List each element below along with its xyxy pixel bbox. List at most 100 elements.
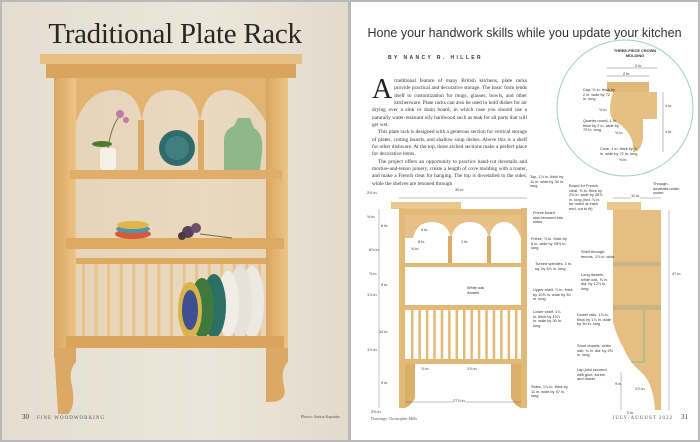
callout-label: Shelf through-tenons, 1⅞ in. wide [581, 249, 615, 259]
dimension-label: 6⅞ in. [369, 247, 380, 252]
crown-molding-section [607, 82, 657, 152]
right-page: Hone your handwork skills while you upda… [351, 2, 698, 440]
photo-credit: Photos: Anissa Kapsales [300, 414, 340, 419]
dimension-label: 8 in. [418, 239, 426, 244]
dimension-label: 4 in. [421, 227, 429, 232]
dowel [94, 264, 98, 336]
spindle [138, 120, 144, 172]
dowel [440, 310, 444, 359]
dimension-label: 1 in. [665, 103, 673, 108]
page-number: 30 [22, 413, 29, 421]
footer-right: JULY/AUGUST 2022 31 [612, 413, 688, 421]
left-page: Traditional Plate Rack 30 FINE WOODWORKIN… [2, 2, 348, 440]
side-view [607, 202, 661, 410]
crown-molding [40, 54, 302, 64]
dowel [411, 310, 414, 359]
article-title: Traditional Plate Rack [48, 18, 302, 50]
dimension-label: 2 in. [623, 71, 631, 76]
dowel [492, 310, 496, 359]
dowel [448, 310, 451, 359]
dowel [425, 310, 429, 359]
paragraph: This plate rack is designed with a gener… [372, 129, 527, 158]
green-pitcher [224, 118, 263, 170]
dimension-label: 2⅝ in. [371, 409, 382, 414]
right-side [266, 78, 288, 358]
dimension-label: ⅝ in. [619, 157, 628, 162]
dimension-label: 9 in. [381, 380, 389, 385]
callout-label: Sides, 1⅞ in. thick by 11 in. wide by 47… [531, 384, 568, 399]
footer-left: 30 FINE WOODWORKING [22, 413, 105, 421]
dimension-label: ⅝ in. [367, 214, 376, 219]
left-bracket [54, 348, 76, 414]
dimension-label: 1⅞ in. [635, 386, 646, 391]
dimension-label: ⅞ in. [421, 366, 430, 371]
callout-label: Cap, ⅝ in. thick by 2 in. wide by 72 in.… [583, 87, 616, 102]
callout-label: Quarter-round, 1 in. thick by 2 in. wide… [583, 118, 619, 133]
drop-cap: A [372, 74, 393, 105]
dimension-label: 9 in. [615, 381, 623, 386]
dimension-label: ⅝ in. [599, 107, 608, 112]
paragraph: The project offers an opportunity to pra… [372, 158, 527, 187]
dowel [470, 310, 473, 359]
callout-label: Frieze, ⅞ in. thick by 6 in. wide by 28¾… [531, 236, 567, 251]
dimension-label: 1⅞ in. [367, 292, 378, 297]
callout-label: Through-dovetails under crown [653, 181, 680, 196]
dowel [485, 310, 488, 359]
left-side [54, 78, 76, 358]
callout-label: Turned spindles, 1 in. sq. by 6⅞ in. lon… [535, 261, 573, 271]
callout-label: Cove, 1 in. thick by ⅝ in. wide by 72 in… [600, 146, 638, 156]
dimension-label: 2 in. [627, 410, 635, 415]
plates [178, 266, 264, 338]
middle-shelf [66, 238, 284, 249]
dowel [157, 264, 161, 336]
dowel [500, 310, 503, 359]
callout-label: White oak dowels [467, 285, 485, 295]
dowel [507, 310, 511, 359]
dimension-label: 30 in. [455, 187, 465, 193]
dowel [433, 310, 436, 359]
byline: BY NANCY R. HILLER [388, 55, 483, 61]
callout-label: Dowel rails, 1⅞ in. thick by 1⅞ in. wide… [577, 312, 611, 327]
page-number: 31 [681, 413, 688, 421]
issue-date: JULY/AUGUST 2022 [612, 416, 673, 421]
dowel [82, 264, 85, 336]
callout-label: Upper shelf, ⅞ in. thick by 10⅞ in. wide… [533, 287, 573, 302]
vase [100, 148, 116, 170]
callout-label: Lap joint secured with glue, screw, and … [577, 367, 607, 382]
frieze [46, 64, 296, 78]
dimension-label: ⅞ in. [369, 271, 378, 276]
dowel [418, 310, 421, 359]
dimension-label: 12 in. [379, 329, 389, 334]
arched-frieze [76, 78, 266, 122]
inset-title: THREE-PIECE CROWN MOLDING [613, 48, 657, 58]
dowel [477, 310, 481, 359]
upper-shelf [70, 170, 282, 179]
dowel [515, 310, 518, 359]
drawing-credit: Drawings: Christopher Mills [371, 416, 417, 421]
callout-label: Long dowels, white oak, ⅝ in. dia. by 12… [581, 272, 609, 291]
bottom-shelf [66, 336, 284, 348]
dimension-label: 47 in. [672, 271, 682, 276]
callout-label: Frieze board stub tenoned into sides [533, 210, 563, 225]
dowel [132, 264, 136, 336]
dimension-label: 1 in. [665, 129, 673, 134]
callout-label: Board for French cleat, ⅝ in. thick by 2… [569, 183, 603, 211]
plans-drawing [378, 39, 694, 410]
callout-label: Top, 1⅞ in. thick by 11 in. wide by 30 i… [530, 174, 565, 189]
article-deck: Hone your handwork skills while you upda… [367, 26, 682, 40]
dimension-label: 1⅞ in. [467, 366, 478, 371]
dowel [170, 264, 173, 336]
dimension-label: 1⅞ in. [367, 347, 378, 352]
callout-label: Short dowels, white oak, ⅝ in. dia. by 4… [577, 343, 613, 358]
dowel [144, 264, 148, 336]
dimension-label: 11 in. [631, 193, 641, 199]
dimension-label: 1 in. [461, 239, 469, 244]
plate-rack-photo [40, 54, 302, 414]
publication-name: FINE WOODWORKING [37, 416, 105, 421]
front-view [391, 202, 527, 408]
dowel [119, 264, 123, 336]
dimension-label: 6 in. [381, 223, 389, 228]
dimension-label: 2 in. [635, 63, 643, 68]
dimension-label: ⅝ in. [411, 246, 420, 251]
dowel [107, 264, 111, 336]
